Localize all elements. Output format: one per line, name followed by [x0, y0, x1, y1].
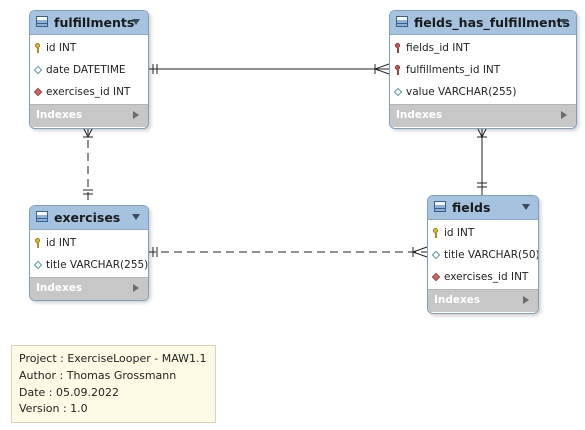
column-label: exercises_id INT — [46, 86, 131, 98]
table-title: fulfillments — [54, 15, 135, 30]
column-row[interactable]: date DATETIME — [30, 60, 148, 82]
table-header[interactable]: exercises — [30, 206, 148, 230]
table-exercises[interactable]: exercises id INT title VARCHAR(255) Inde… — [29, 205, 149, 301]
table-header[interactable]: fields — [428, 196, 538, 220]
column-row[interactable]: exercises_id INT — [30, 82, 148, 104]
dropdown-arrow-icon[interactable] — [522, 204, 530, 210]
primary-key-icon — [35, 43, 40, 54]
indexes-label: Indexes — [434, 294, 481, 306]
table-icon — [434, 201, 446, 212]
indexes-label: Indexes — [396, 109, 443, 121]
column-row[interactable]: id INT — [30, 233, 148, 255]
indexes-label: Indexes — [36, 282, 83, 294]
table-header[interactable]: fields_has_fulfillments — [390, 11, 576, 35]
expand-arrow-icon[interactable] — [561, 111, 567, 119]
table-fields-has-fulfillments[interactable]: fields_has_fulfillments fields_id INT fu… — [389, 10, 577, 129]
dropdown-arrow-icon[interactable] — [132, 214, 140, 220]
column-row[interactable]: id INT — [428, 223, 538, 245]
column-row[interactable]: value VARCHAR(255) — [390, 82, 576, 104]
relation-fulfillments-exercises[interactable] — [82, 126, 94, 205]
table-title: fields — [452, 200, 491, 215]
column-row[interactable]: fulfillments_id INT — [390, 60, 576, 82]
column-row[interactable]: title VARCHAR(50) — [428, 245, 538, 267]
indexes-section[interactable]: Indexes — [30, 277, 148, 300]
relation-fulfillments-fields-has-fulfillments[interactable] — [148, 63, 390, 75]
column-label: id INT — [444, 227, 475, 239]
table-fields[interactable]: fields id INT title VARCHAR(50) exercise… — [427, 195, 539, 314]
primary-key-icon — [433, 228, 438, 239]
relation-exercises-fields[interactable] — [148, 246, 428, 258]
column-icon — [393, 87, 403, 97]
table-icon — [36, 211, 48, 222]
foreign-key-icon — [431, 272, 441, 282]
table-header[interactable]: fulfillments — [30, 11, 148, 35]
column-icon — [431, 250, 441, 260]
indexes-section[interactable]: Indexes — [30, 104, 148, 127]
column-row[interactable]: fields_id INT — [390, 38, 576, 60]
table-title: exercises — [54, 210, 121, 225]
table-fulfillments[interactable]: fulfillments id INT date DATETIME exerci… — [29, 10, 149, 129]
column-icon — [33, 65, 43, 75]
foreign-primary-key-icon — [395, 65, 400, 76]
column-row[interactable]: id INT — [30, 38, 148, 60]
expand-arrow-icon[interactable] — [523, 296, 529, 304]
column-label: exercises_id INT — [444, 271, 529, 283]
table-title: fields_has_fulfillments — [414, 15, 570, 30]
foreign-key-icon — [33, 87, 43, 97]
column-label: value VARCHAR(255) — [406, 86, 517, 98]
note-project: Project : ExerciseLooper - MAW1.1 — [19, 352, 207, 365]
indexes-section[interactable]: Indexes — [390, 104, 576, 127]
column-label: date DATETIME — [46, 64, 126, 76]
column-label: title VARCHAR(255) — [46, 259, 149, 271]
column-row[interactable]: title VARCHAR(255) — [30, 255, 148, 277]
expand-arrow-icon[interactable] — [133, 284, 139, 292]
foreign-primary-key-icon — [395, 43, 400, 54]
note-author: Author : Thomas Grossmann — [19, 369, 177, 382]
dropdown-arrow-icon[interactable] — [560, 19, 568, 25]
note-version: Version : 1.0 — [19, 402, 88, 415]
column-label: id INT — [46, 42, 77, 54]
primary-key-icon — [35, 238, 40, 249]
project-note[interactable]: Project : ExerciseLooper - MAW1.1 Author… — [11, 345, 216, 423]
column-label: id INT — [46, 237, 77, 249]
column-icon — [33, 260, 43, 270]
indexes-label: Indexes — [36, 109, 83, 121]
column-label: fields_id INT — [406, 42, 470, 54]
expand-arrow-icon[interactable] — [133, 111, 139, 119]
indexes-section[interactable]: Indexes — [428, 289, 538, 312]
column-label: fulfillments_id INT — [406, 64, 501, 76]
table-icon — [396, 16, 408, 27]
column-label: title VARCHAR(50) — [444, 249, 539, 261]
column-row[interactable]: exercises_id INT — [428, 267, 538, 289]
dropdown-arrow-icon[interactable] — [132, 19, 140, 25]
table-icon — [36, 16, 48, 27]
note-date: Date : 05.09.2022 — [19, 386, 119, 399]
relation-fields-has-fulfillments-fields[interactable] — [476, 126, 488, 195]
